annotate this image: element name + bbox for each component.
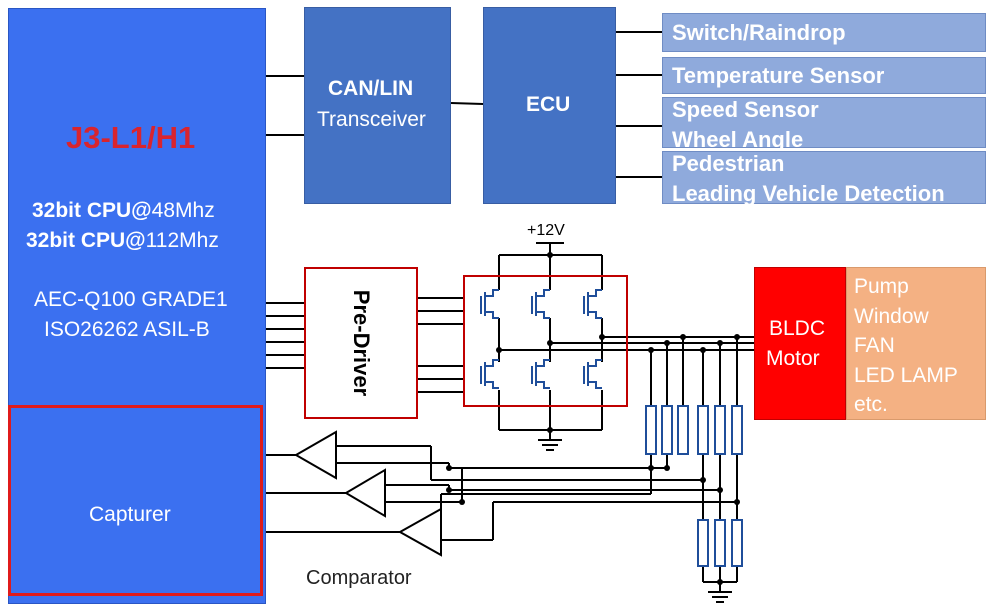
cpu-spec-1: 32bit CPU@48Mhz — [32, 199, 215, 222]
load-item: LED LAMP — [854, 363, 958, 387]
load-item: etc. — [854, 393, 888, 416]
qualification-aec: AEC-Q100 GRADE1 — [34, 288, 228, 311]
load-item: FAN — [854, 334, 895, 357]
transceiver-line2: Transceiver — [317, 108, 426, 131]
motor-line2: Motor — [766, 347, 820, 370]
ecu-block — [483, 7, 616, 204]
sensor-temperature: Temperature Sensor — [662, 57, 986, 94]
sensor-speed-wheel: Speed Sensor Wheel Angle — [662, 97, 986, 152]
load-item: Pump — [854, 275, 909, 298]
load-item: Window — [854, 304, 929, 328]
cpu-spec-2: 32bit CPU@112Mhz — [26, 229, 219, 252]
predriver-block — [304, 267, 418, 419]
mcu-title: J3-L1/H1 — [66, 120, 196, 155]
inverter-bridge — [463, 275, 628, 407]
sensor-pedestrian-vehicle: Pedestrian Leading Vehicle Detection — [662, 151, 986, 206]
ecu-label: ECU — [526, 93, 571, 116]
motor-line1: BLDC — [769, 317, 826, 340]
supply-label: +12V — [527, 222, 565, 239]
loads-block — [846, 267, 986, 420]
comparator-label: Comparator — [306, 567, 412, 589]
qualification-iso: ISO26262 ASIL-B — [44, 318, 210, 341]
predriver-label: Pre-Driver — [349, 289, 374, 397]
transceiver-block — [304, 7, 451, 204]
mcu-block — [8, 8, 266, 604]
capturer-block — [8, 405, 263, 596]
sensor-switch-raindrop: Switch/Raindrop — [662, 13, 986, 52]
bldc-motor-block — [754, 267, 846, 420]
loads-list: Pump Window FAN LED LAMP etc. — [854, 272, 958, 420]
capturer-label: Capturer — [89, 503, 171, 526]
transceiver-line1: CAN/LIN — [328, 77, 414, 100]
